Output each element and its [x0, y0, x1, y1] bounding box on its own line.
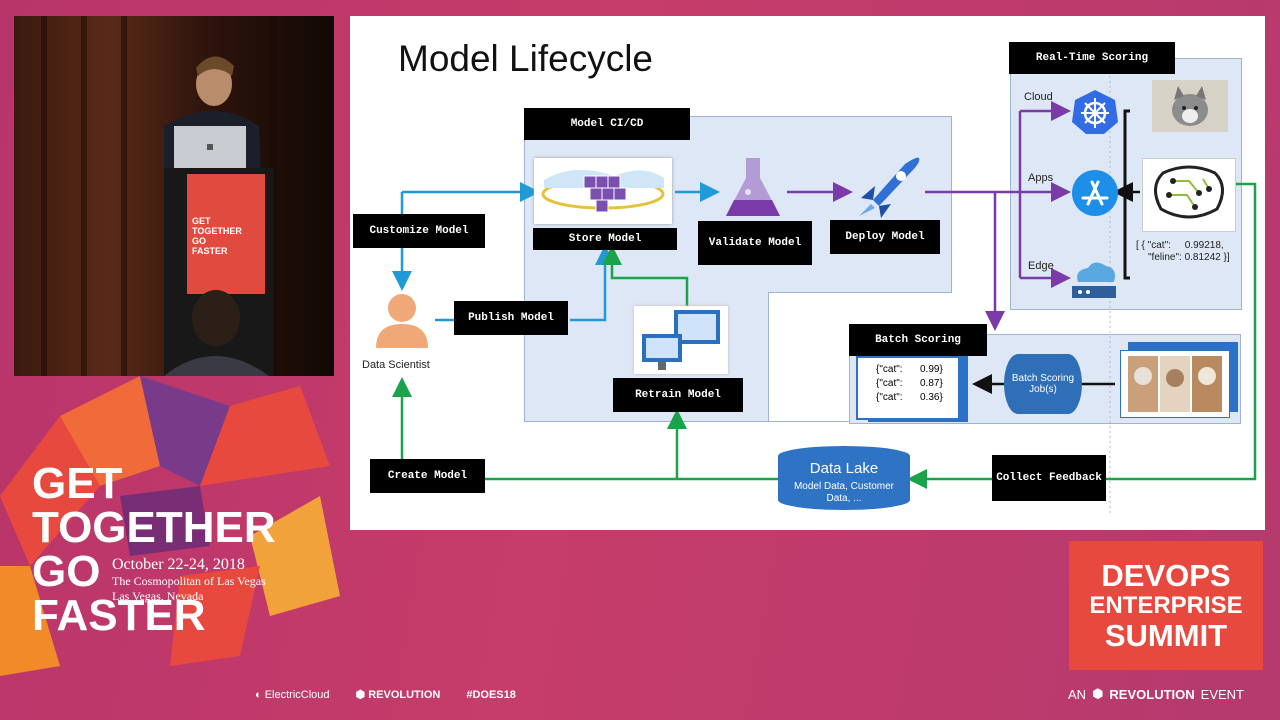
svg-text:FASTER: FASTER — [192, 246, 228, 256]
tagline: GET TOGETHER GO FASTER — [32, 462, 276, 638]
registry-cubes-icon — [541, 169, 665, 213]
model-brain-image — [1142, 158, 1236, 232]
it-revolution-logo: ⬢ REVOLUTION — [356, 688, 441, 701]
svg-text:GET: GET — [192, 216, 211, 226]
electric-cloud-icon: ◐ — [255, 688, 262, 701]
cat-photo — [1152, 80, 1228, 132]
customize-model-node: Customize Model — [353, 214, 485, 248]
retrain-image — [634, 306, 728, 374]
it-revolution-icon: ⬢ — [355, 689, 366, 701]
brain-circuit-icon — [1154, 165, 1224, 219]
retrain-model-node: Retrain Model — [613, 378, 743, 412]
target-edge-label: Edge — [1028, 260, 1054, 272]
kubernetes-icon — [1072, 90, 1118, 134]
it-revolution-text: REVOLUTION — [368, 689, 441, 701]
target-apps-label: Apps — [1028, 172, 1054, 184]
summit-logo-line-2: ENTERPRISE — [1089, 591, 1243, 619]
monitor-icon — [642, 310, 720, 370]
event-hashtag: #DOES18 — [466, 688, 516, 701]
batch-result-key-1: {"cat": — [876, 364, 903, 375]
event-dates: October 22-24, 2018 — [112, 556, 245, 573]
sponsor-bar: ◐ ElectricCloud ⬢ REVOLUTION #DOES18 — [255, 688, 516, 702]
presentation-slide: Model Lifecycle — [350, 16, 1265, 530]
slide-title: Model Lifecycle — [398, 38, 654, 79]
tagline-line-4: FASTER — [32, 591, 206, 640]
organizer-suffix: EVENT — [1200, 686, 1244, 702]
batch-result-key-3: {"cat": — [876, 392, 903, 403]
batch-cat-photos — [1120, 350, 1230, 418]
batch-result-value-1: 0.99} — [920, 364, 943, 375]
event-city: Las Vegas, Nevada — [112, 589, 204, 603]
rocket-icon — [859, 157, 920, 218]
model-registry-image — [534, 158, 672, 224]
event-graphic — [0, 376, 340, 676]
batch-header: Batch Scoring — [849, 324, 987, 356]
flask-icon — [726, 158, 780, 216]
speaker-video-frame: GET TOGETHER GO FASTER — [14, 16, 334, 376]
summit-logo-line-1: DEVOPS — [1101, 557, 1231, 593]
batch-results: {"cat": 0.99} {"cat": 0.87} {"cat": 0.36… — [856, 356, 960, 420]
tagline-line-1: GET — [32, 459, 123, 508]
summit-logo-line-3: SUMMIT — [1104, 617, 1228, 653]
electric-cloud-text: ElectricCloud — [264, 688, 330, 701]
organizer-icon: ⬢ — [1092, 686, 1104, 701]
data-lake: Data Lake Model Data, Customer Data, ... — [778, 446, 910, 510]
prediction-output-line1: [ { "cat": 0.99218, — [1136, 240, 1224, 251]
svg-text:TOGETHER: TOGETHER — [192, 226, 242, 236]
batch-scoring-job: Batch Scoring Job(s) — [1004, 354, 1082, 414]
app-store-icon — [1072, 170, 1118, 216]
data-scientist-label: Data Scientist — [362, 359, 430, 371]
deploy-model-node: Deploy Model — [830, 220, 940, 254]
batch-result-key-2: {"cat": — [876, 378, 903, 389]
organizer-credit: AN ⬢ REVOLUTION EVENT — [1068, 686, 1244, 702]
cicd-header: Model CI/CD — [524, 108, 690, 140]
podium-sign — [187, 174, 265, 294]
publish-model-node: Publish Model — [454, 301, 568, 335]
data-scientist-icon — [376, 294, 428, 348]
validate-model-node: Validate Model — [698, 221, 812, 265]
organizer-prefix: AN — [1068, 686, 1087, 702]
edge-device-icon — [1072, 262, 1116, 298]
batch-result-value-2: 0.87} — [920, 378, 943, 389]
create-model-node: Create Model — [370, 459, 485, 493]
data-lake-title: Data Lake — [809, 460, 879, 477]
data-lake-description: Model Data, Customer Data, ... — [793, 481, 895, 504]
realtime-header: Real-Time Scoring — [1009, 42, 1175, 74]
event-details: October 22-24, 2018 The Cosmopolitan of … — [112, 556, 266, 604]
prediction-output-line2: "feline": 0.81242 }] — [1148, 252, 1230, 263]
speaker-video: GET TOGETHER GO FASTER — [14, 16, 334, 376]
organizer-name: REVOLUTION — [1109, 686, 1195, 702]
target-cloud-label: Cloud — [1024, 91, 1053, 103]
svg-text:GO: GO — [192, 236, 206, 246]
event-venue: The Cosmopolitan of Las Vegas — [112, 574, 266, 588]
collect-feedback-node: Collect Feedback — [992, 455, 1106, 501]
batch-result-value-3: 0.36} — [920, 392, 943, 403]
summit-logo: DEVOPS ENTERPRISE SUMMIT — [1069, 541, 1263, 670]
batch-scoring-job-label: Batch Scoring Job(s) — [1011, 373, 1075, 395]
tagline-line-2: TOGETHER — [32, 503, 276, 552]
electric-cloud-logo: ◐ ElectricCloud — [255, 689, 330, 701]
tagline-line-3: GO — [32, 547, 101, 596]
store-model-node: Store Model — [533, 228, 677, 250]
